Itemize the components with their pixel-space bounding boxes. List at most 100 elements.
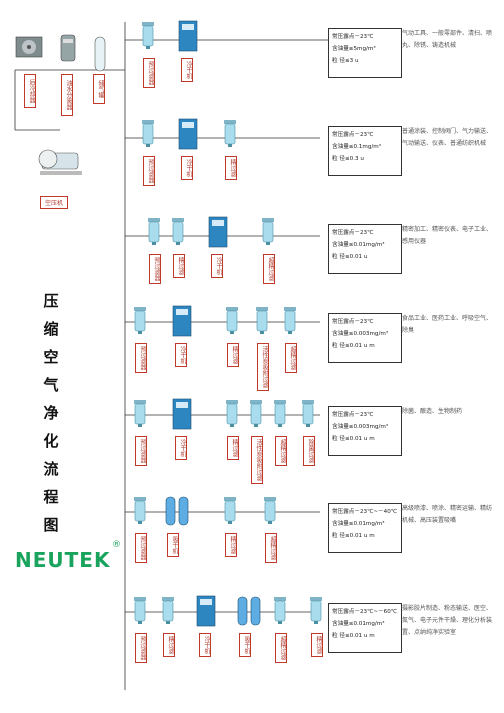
filter-icon bbox=[132, 305, 148, 339]
spec-line: 粒 径≤0.01 u m bbox=[332, 533, 375, 539]
filter-icon bbox=[248, 398, 264, 432]
refrigerated-dryer-icon bbox=[178, 118, 198, 154]
spec-box: 常压露点－23℃ 含油量≤5mg/m³ 粒 径≤3 u bbox=[328, 28, 402, 78]
spec-box: 常压露点－23℃ 含油量≤0.01mg/m³ 粒 径≤0.01 u bbox=[328, 224, 402, 274]
source-label-receiver: 储气罐 bbox=[93, 74, 105, 104]
component-label: 预过滤器 bbox=[143, 156, 155, 186]
spec-line: 粒 径≤0.3 u bbox=[332, 156, 364, 162]
refrigerated-dryer-icon bbox=[172, 398, 192, 434]
filter-icon bbox=[308, 595, 324, 629]
title-char: 程 bbox=[43, 488, 59, 506]
receiver-tank-icon bbox=[94, 36, 106, 72]
spec-line: 常压露点－23℃ bbox=[332, 319, 374, 325]
spec-line: 含油量≤0.01mg/m³ bbox=[332, 521, 385, 527]
title-char: 空 bbox=[43, 348, 59, 366]
title-char: 图 bbox=[43, 516, 59, 534]
component-label: 冷干机 bbox=[181, 156, 193, 180]
filter-icon bbox=[282, 305, 298, 339]
filter-icon bbox=[170, 216, 186, 250]
component-label: 冷干机 bbox=[211, 254, 223, 278]
filter-icon bbox=[272, 398, 288, 432]
refrigerated-dryer-icon bbox=[196, 595, 216, 631]
application-description: 摄影胶片制造、粉态输送、医空、氮气、电子元件干燥、理化分析装置、点纳纯净实验室 bbox=[402, 605, 493, 636]
spec-box: 常压露点－23℃ 含油量≤0.1mg/m³ 粒 径≤0.3 u bbox=[328, 126, 402, 176]
spec-box: 常压露点－23℃~－60℃ 含油量≤0.01mg/m³ 粒 径≤0.01 u m bbox=[328, 603, 402, 653]
filter-icon bbox=[272, 595, 288, 629]
filter-icon bbox=[132, 398, 148, 432]
spec-line: 粒 径≤0.01 u m bbox=[332, 633, 375, 639]
component-label: 超精过滤 bbox=[285, 343, 297, 373]
title-char: 流 bbox=[43, 460, 59, 478]
spec-line: 含油量≤0.1mg/m³ bbox=[332, 144, 381, 150]
separator-icon bbox=[59, 33, 77, 63]
title-char: 压 bbox=[43, 292, 59, 310]
filter-icon bbox=[260, 216, 276, 250]
component-label: 精过滤 bbox=[173, 254, 185, 278]
spec-line: 常压露点－23℃ bbox=[332, 230, 374, 236]
spec-line: 含油量≤0.003mg/m³ bbox=[332, 331, 389, 337]
component-label: 精过滤 bbox=[227, 343, 239, 367]
component-label: 预过滤器 bbox=[135, 533, 147, 563]
component-label: 超精过滤 bbox=[263, 254, 275, 284]
source-label-aftercooler: 后冷却器 bbox=[24, 74, 36, 108]
application-description: 普通涂装、控制阀门、气力输送、气动输送、仪表、普通纺织机械 bbox=[402, 128, 493, 147]
refrigerated-dryer-icon bbox=[208, 216, 228, 252]
filter-icon bbox=[140, 20, 156, 54]
component-label: 活性炭吸附过滤 bbox=[257, 343, 269, 391]
component-label: 预过滤器 bbox=[135, 436, 147, 466]
component-label: 超精过滤 bbox=[275, 633, 287, 663]
neutek-logo: NEUTEK bbox=[15, 548, 111, 572]
component-label: 预过滤器 bbox=[135, 343, 147, 373]
application-description: 气动工具、一般零部件、清扫、喷丸、除锈、铸造机械 bbox=[402, 30, 493, 49]
spec-line: 含油量≤0.01mg/m³ bbox=[332, 621, 385, 627]
compressor-label: 空压机 bbox=[40, 196, 69, 209]
component-label: 预过滤器 bbox=[149, 254, 161, 284]
title-char: 缩 bbox=[43, 320, 59, 338]
air-compressor-icon bbox=[36, 145, 86, 181]
spec-line: 含油量≤5mg/m³ bbox=[332, 46, 376, 52]
source-label-separator: 油水分离器 bbox=[61, 74, 73, 116]
spec-line: 含油量≤0.01mg/m³ bbox=[332, 242, 385, 248]
component-label: 冷干机 bbox=[199, 633, 211, 657]
aftercooler-icon bbox=[14, 33, 44, 61]
spec-line: 粒 径≤0.01 u m bbox=[332, 343, 375, 349]
component-label: 预过滤器 bbox=[135, 633, 147, 663]
filter-icon bbox=[222, 118, 238, 152]
spec-line: 常压露点－23℃ bbox=[332, 132, 374, 138]
filter-icon bbox=[262, 495, 278, 529]
component-label: 除菌过滤 bbox=[303, 436, 315, 466]
component-label: 活性炭吸附过滤 bbox=[251, 436, 263, 484]
desiccant-dryer-icon bbox=[164, 495, 190, 531]
filter-icon bbox=[146, 216, 162, 250]
component-label: 冷干机 bbox=[175, 343, 187, 367]
spec-line: 粒 径≤0.01 u bbox=[332, 254, 368, 260]
registered-mark: ® bbox=[112, 540, 121, 550]
filter-icon bbox=[132, 495, 148, 529]
application-description: 除菌、酿造、生物制药 bbox=[402, 408, 463, 415]
filter-icon bbox=[132, 595, 148, 629]
title-char: 气 bbox=[43, 376, 59, 394]
desiccant-dryer-icon bbox=[236, 595, 262, 631]
filter-icon bbox=[140, 118, 156, 152]
component-label: 精过滤 bbox=[311, 633, 323, 657]
spec-line: 常压露点－23℃ bbox=[332, 412, 374, 418]
component-label: 超精过滤 bbox=[265, 533, 277, 563]
component-label: 超精过滤 bbox=[275, 436, 287, 466]
title-char: 净 bbox=[43, 404, 59, 422]
component-label: 精过滤 bbox=[227, 436, 239, 460]
spec-line: 含油量≤0.003mg/m³ bbox=[332, 424, 389, 430]
spec-line: 粒 径≤3 u bbox=[332, 58, 359, 64]
refrigerated-dryer-icon bbox=[172, 305, 192, 341]
application-description: 高级喷漆、喷涂、精密运输、精纺机械、高压装置吸嘴 bbox=[402, 505, 493, 524]
spec-line: 常压露点－23℃ bbox=[332, 34, 374, 40]
filter-icon bbox=[224, 305, 240, 339]
component-label: 精过滤 bbox=[225, 156, 237, 180]
component-label: 吸干机 bbox=[167, 533, 179, 557]
component-label: 冷干机 bbox=[175, 436, 187, 460]
filter-icon bbox=[224, 398, 240, 432]
component-label: 预过滤器 bbox=[143, 58, 155, 88]
spec-line: 常压露点－23℃~－60℃ bbox=[332, 609, 398, 615]
component-label: 吸干机 bbox=[239, 633, 251, 657]
